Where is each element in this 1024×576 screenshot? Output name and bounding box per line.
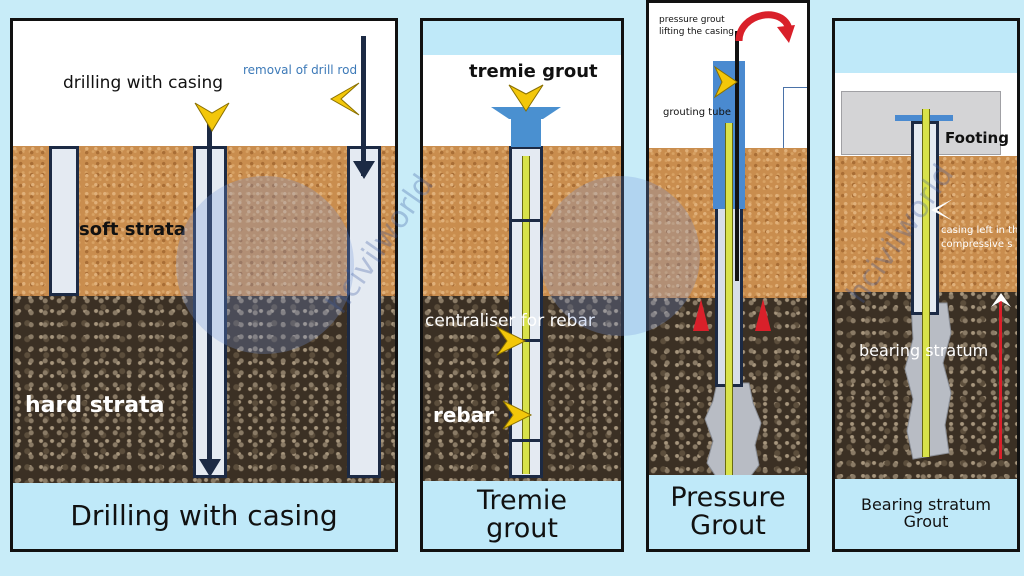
- rebar: [922, 109, 930, 457]
- label-removal-of-drill-rod: removal of drill rod: [243, 63, 358, 77]
- label-casing-left-line2: compressive s: [941, 239, 1013, 250]
- caption-line-1: Pressure: [670, 481, 786, 513]
- lift-arrow-icon: [735, 11, 795, 43]
- caption-line-1: Tremie: [476, 484, 568, 516]
- drill-rod-removal: [361, 36, 366, 176]
- pointer-arrow-icon: [194, 102, 230, 132]
- label-pressure-grout-line1: pressure grout: [659, 15, 725, 25]
- casing-shallow: [49, 146, 79, 296]
- pointer-arrow-icon: [496, 326, 527, 356]
- footing-outline: [783, 87, 807, 149]
- label-hard-strata: hard strata: [25, 393, 165, 418]
- drill-down-arrow-icon: [199, 459, 221, 477]
- caption-pressure-grout: Pressure Grout: [649, 475, 807, 549]
- label-pressure-grout-line2: lifting the casing: [659, 27, 735, 37]
- centraliser: [512, 339, 540, 342]
- caption-line-2: Grout: [903, 512, 949, 531]
- label-grouting-tube: grouting tube: [663, 107, 732, 118]
- caption-drilling-with-casing: Drilling with casing: [13, 483, 395, 549]
- label-drilling-with-casing: drilling with casing: [63, 73, 224, 93]
- caption-tremie-grout: Tremie grout: [423, 481, 621, 549]
- panel-tremie-grout: tremie grout centraliser for rebar rebar…: [420, 18, 624, 552]
- pointer-arrow-icon: [931, 199, 953, 221]
- label-soft-strata: soft strata: [79, 219, 186, 240]
- label-rebar: rebar: [433, 403, 495, 427]
- tremie-hopper-icon: [491, 107, 561, 147]
- grout-bulb: [704, 382, 762, 482]
- rebar: [725, 123, 733, 475]
- pointer-arrow-icon: [508, 84, 544, 112]
- panel-bearing-stratum-grout: Footing casing left in th compressive s …: [832, 18, 1020, 552]
- panel-pressure-grout: pressure grout lifting the casing grouti…: [646, 0, 810, 552]
- caption-bearing-stratum-grout: Bearing stratum Grout: [835, 479, 1017, 549]
- label-footing: Footing: [945, 129, 1009, 147]
- label-casing-left-line1: casing left in th: [941, 225, 1019, 236]
- rebar: [522, 156, 530, 474]
- caption-line-1: Bearing stratum: [860, 495, 992, 515]
- caption-line-2: Grout: [690, 510, 766, 541]
- sky-area: [13, 21, 395, 146]
- pointer-arrow-icon: [329, 82, 360, 116]
- label-tremie-grout: tremie grout: [469, 61, 598, 82]
- depth-line: [999, 301, 1002, 459]
- pressure-arrow-icon: [755, 299, 771, 331]
- casing-right: [347, 146, 381, 478]
- drill-rod: [207, 116, 212, 468]
- up-down-arrow-icon: [353, 161, 375, 179]
- pressure-arrow-icon: [693, 299, 709, 331]
- centraliser: [512, 219, 540, 222]
- pointer-arrow-icon: [713, 65, 738, 99]
- caption-line-2: grout: [486, 513, 558, 544]
- watermark-logo: [176, 176, 354, 354]
- label-centraliser-for-rebar: centraliser for rebar: [425, 311, 595, 331]
- watermark-logo: [540, 176, 700, 336]
- up-arrow-icon: [991, 293, 1011, 307]
- centraliser: [512, 439, 540, 442]
- grouting-tube: [735, 31, 739, 281]
- label-bearing-stratum: bearing stratum: [859, 341, 989, 360]
- panel-drilling-with-casing: drilling with casing removal of drill ro…: [10, 18, 398, 552]
- pointer-arrow-icon: [502, 400, 533, 430]
